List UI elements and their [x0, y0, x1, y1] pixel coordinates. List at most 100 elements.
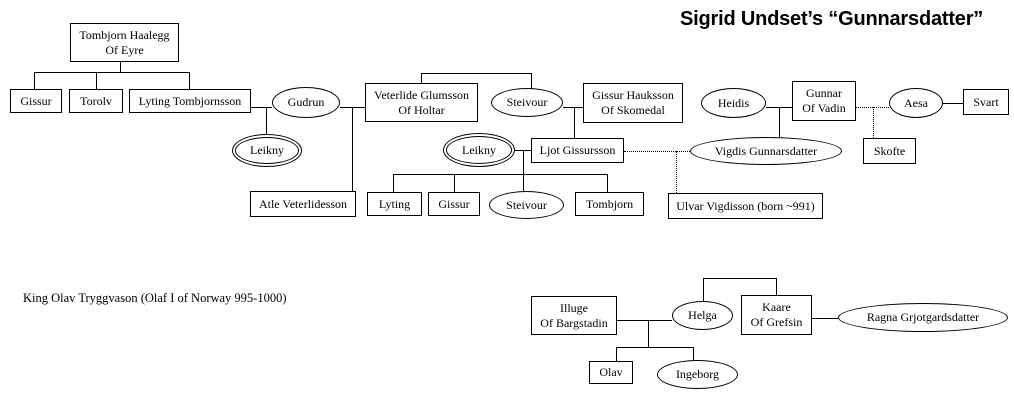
connector-solid-29 [703, 278, 776, 279]
connector-dotted-22 [676, 151, 677, 193]
node-heidis: Heidis [701, 88, 766, 118]
node-label: Helga [688, 308, 717, 322]
connector-solid-16 [393, 174, 607, 175]
node-label: Steivour [506, 95, 548, 109]
node-label: Skofte [873, 143, 906, 158]
node-label: Ingeborg [675, 367, 720, 381]
node-label: Aesa [904, 95, 928, 110]
node-label: Of Eyre [105, 42, 144, 57]
connector-solid-9 [421, 73, 422, 83]
node-steivour-holtar: Steivour [491, 88, 563, 117]
connector-solid-35 [693, 347, 694, 360]
node-olav: Olav [589, 361, 633, 384]
node-gissur-eyre: Gissur [10, 89, 62, 113]
node-label: Gissur [438, 196, 470, 211]
node-label: Of Vadin [802, 101, 846, 115]
node-leikny-mid: Leikny [443, 133, 515, 167]
node-label: Vigdis Gunnarsdatter [714, 143, 818, 158]
node-torolv: Torolv [69, 89, 123, 113]
connector-dotted-26 [873, 107, 874, 138]
connector-solid-30 [776, 278, 777, 295]
node-svart: Svart [963, 89, 1009, 115]
node-skofte: Skofte [863, 138, 916, 164]
connector-solid-33 [616, 347, 693, 348]
node-label: Atle Veterlidesson [258, 196, 348, 211]
node-label: Gunnar [806, 86, 842, 100]
connector-solid-6 [266, 107, 267, 134]
connector-dotted-25 [856, 107, 889, 108]
connector-solid-36 [812, 318, 838, 319]
node-ulvar-vigdisson: Ulvar Vigdisson (born ~991) [668, 193, 823, 219]
connector-solid-31 [617, 320, 672, 321]
connector-solid-17 [393, 174, 394, 192]
node-leikny-left: Leikny [232, 134, 302, 167]
node-label: Torolv [80, 93, 112, 108]
connector-solid-34 [616, 347, 617, 361]
node-aesa: Aesa [889, 88, 943, 118]
node-label: Lyting [378, 196, 411, 211]
node-label: Gissur [20, 93, 52, 108]
connector-solid-28 [703, 278, 704, 301]
node-label: Lyting Tombjornsson [138, 93, 242, 108]
connector-solid-10 [421, 73, 531, 74]
node-gudrun: Gudrun [272, 87, 340, 118]
page-title: Sigrid Undset’s “Gunnarsdatter” [680, 8, 984, 30]
node-label: Of Bargstadin [540, 315, 608, 330]
node-ragna-grjotgardsdatter: Ragna Grjotgardsdatter [838, 303, 1008, 332]
node-label: Ulvar Vigdisson (born ~991) [676, 198, 815, 213]
connector-solid-1 [34, 72, 189, 73]
connector-solid-19 [523, 174, 524, 191]
connector-solid-24 [779, 107, 780, 137]
connector-solid-27 [943, 103, 963, 104]
connector-solid-32 [648, 320, 649, 347]
node-lyting-tombjornsson: Lyting Tombjornsson [129, 89, 251, 113]
node-label: Steivour [506, 197, 547, 212]
node-ljot-gissursson: Ljot Gissursson [531, 138, 624, 163]
node-label: Svart [973, 94, 999, 109]
node-label: Tombjorn Haalegg [79, 27, 170, 42]
node-helga: Helga [672, 301, 733, 330]
node-label: Ljot Gissursson [539, 143, 616, 157]
node-label: Ragna Grjotgardsdatter [866, 310, 980, 324]
connector-solid-3 [96, 72, 97, 89]
node-label: Of Grefsin [750, 315, 803, 329]
connector-solid-8 [352, 107, 353, 191]
node-vigdis-gunnarsdatter: Vigdis Gunnarsdatter [690, 137, 842, 165]
connector-solid-12 [563, 107, 583, 108]
node-label: Olav [599, 365, 623, 379]
node-label: Of Holtar [398, 102, 445, 117]
node-label: Gissur Hauksson [592, 88, 674, 102]
node-label: Kaare [762, 300, 791, 314]
connector-solid-5 [251, 107, 272, 108]
node-label: Illuge [560, 300, 588, 315]
connector-solid-0 [120, 62, 121, 72]
node-label: Heidis [717, 95, 750, 110]
node-steivour-child: Steivour [489, 191, 564, 219]
node-label: Leikny [250, 143, 284, 157]
node-label: Leikny [462, 142, 496, 157]
node-label: Gudrun [287, 95, 325, 109]
connector-solid-2 [34, 72, 35, 89]
node-label: Of Skomedal [601, 103, 665, 117]
connector-solid-20 [607, 174, 608, 192]
connector-solid-13 [574, 107, 575, 138]
node-atle-veterlidesson: Atle Veterlidesson [250, 191, 356, 217]
connector-solid-15 [523, 150, 524, 174]
connector-solid-18 [454, 174, 455, 192]
node-label: Tombjorn [585, 196, 634, 211]
connector-dotted-21 [624, 151, 690, 152]
node-tombjorn-child: Tombjorn [575, 192, 644, 216]
node-gissur-child: Gissur [428, 192, 480, 216]
connector-solid-4 [189, 72, 190, 89]
node-label: Veterlide Glumsson [374, 87, 469, 102]
node-lyting-child: Lyting [367, 192, 422, 216]
connector-solid-11 [531, 73, 532, 89]
king-olav-caption: King Olav Tryggvason (Olaf I of Norway 9… [23, 291, 287, 305]
